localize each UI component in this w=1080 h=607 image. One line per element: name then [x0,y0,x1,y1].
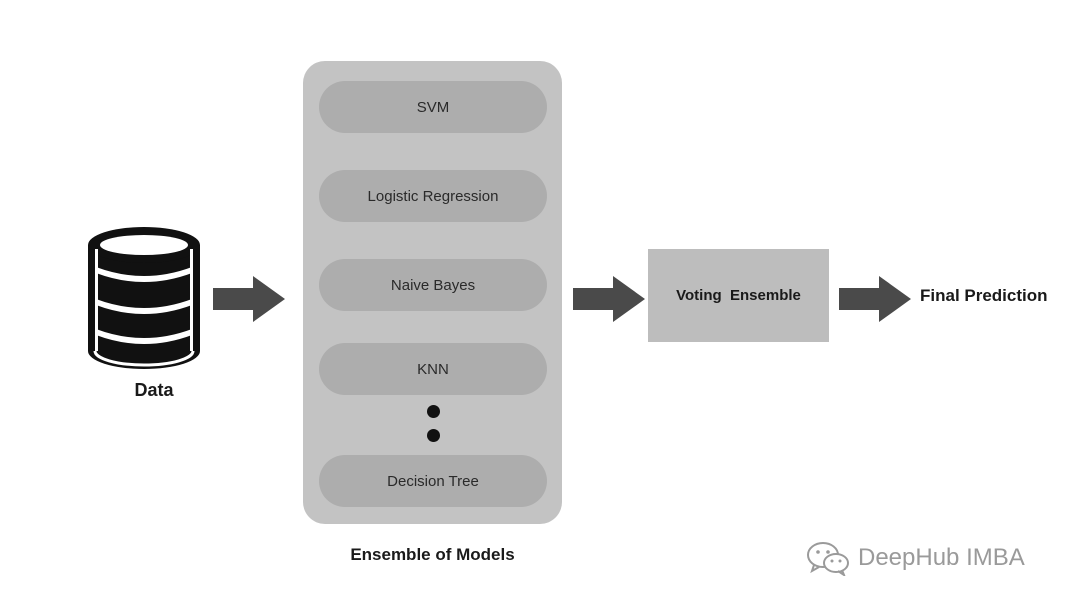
voting-ensemble-label: Voting Ensemble [676,287,801,304]
ensemble-panel: SVM Logistic Regression Naive Bayes KNN … [303,61,562,524]
voting-ensemble-box: Voting Ensemble [648,249,829,342]
wechat-icon [806,540,850,578]
arrow-right-icon [213,276,285,322]
vertical-ellipsis-icon [427,405,440,418]
model-svm: SVM [319,81,547,133]
model-logistic-regression: Logistic Regression [319,170,547,222]
watermark: DeepHub IMBA [806,540,1025,578]
model-naive-bayes: Naive Bayes [319,259,547,311]
data-label: Data [134,380,174,400]
arrow-right-icon [839,276,911,322]
ensemble-label: Ensemble of Models [350,545,515,564]
model-decision-tree: Decision Tree [319,455,547,507]
arrow-right-icon [573,276,645,322]
database-icon [84,223,204,373]
final-prediction-label: Final Prediction [920,286,1048,305]
watermark-text: DeepHub IMBA [858,544,1025,571]
vertical-ellipsis-icon [427,429,440,442]
model-knn: KNN [319,343,547,395]
